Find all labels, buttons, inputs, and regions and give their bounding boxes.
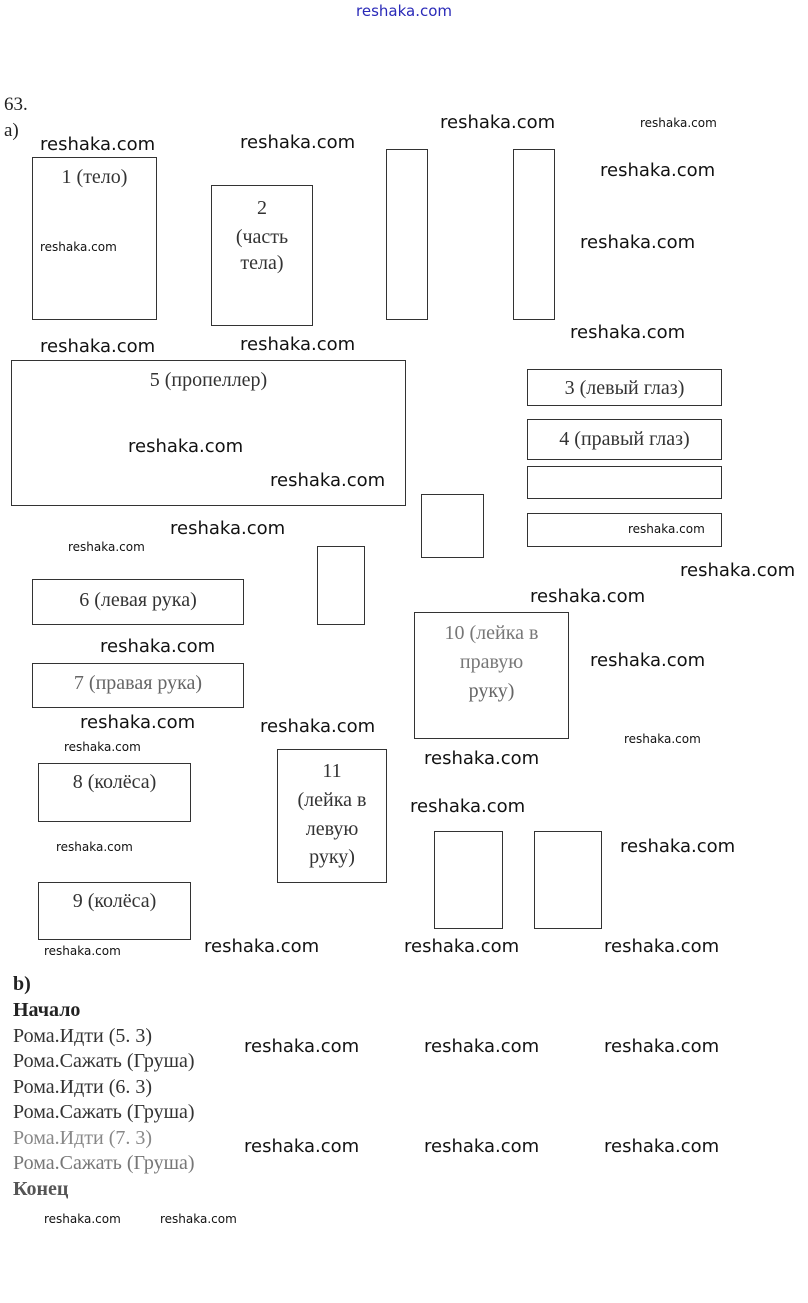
watermark: reshaka.com [570, 322, 686, 343]
block-6-left-arm: 6 (левая рука) [32, 579, 244, 625]
program-line: Рома.Сажать (Груша) [13, 1101, 195, 1123]
watermark: reshaka.com [56, 840, 133, 854]
block-7-right-arm: 7 (правая рука) [32, 663, 244, 708]
block-empty-small-tall [317, 546, 365, 625]
block-1-body: 1 (тело) [32, 157, 157, 320]
watermark: reshaka.com [240, 132, 356, 153]
block-label: (часть [235, 226, 289, 248]
block-2-body-part: 2 (часть тела) [211, 185, 313, 326]
block-label: руку) [468, 680, 515, 702]
watermark: reshaka.com [604, 1036, 720, 1057]
watermark: reshaka.com [628, 522, 705, 536]
block-empty-wide-1 [527, 466, 722, 499]
block-empty-tall-2 [513, 149, 555, 320]
watermark: reshaka.com [424, 1136, 540, 1157]
watermark: reshaka.com [624, 732, 701, 746]
block-3-left-eye: 3 (левый глаз) [527, 369, 722, 406]
watermark: reshaka.com [64, 740, 141, 754]
block-label: 8 (колёса) [72, 771, 157, 793]
watermark: reshaka.com [270, 470, 386, 491]
watermark: reshaka.com [44, 1212, 121, 1226]
block-empty-tall-1 [386, 149, 428, 320]
block-label: 10 (лейка в [444, 622, 539, 644]
block-10-watering-can-right: 10 (лейка в правую руку) [414, 612, 569, 739]
block-label: 3 (левый глаз) [564, 377, 685, 399]
program-line: Рома.Идти (7. 3) [13, 1126, 153, 1149]
watermark: reshaka.com [128, 436, 244, 457]
watermark: reshaka.com [424, 748, 540, 769]
block-5-propeller: 5 (пропеллер) [11, 360, 406, 506]
watermark: reshaka.com [44, 944, 121, 958]
block-label: 6 (левая рука) [79, 589, 197, 611]
block-label: 2 [257, 197, 267, 219]
block-11-watering-can-left: 11 (лейка в левую руку) [277, 749, 387, 883]
program-listing: Начало Рома.Идти (5. 3) Рома.Сажать (Гру… [13, 998, 195, 1202]
watermark: reshaka.com [620, 836, 736, 857]
watermark: reshaka.com [604, 1136, 720, 1157]
watermark: reshaka.com [68, 540, 145, 554]
block-label: 4 (правый глаз) [559, 428, 690, 450]
block-empty-lower-1 [434, 831, 503, 929]
watermark: reshaka.com [40, 134, 156, 155]
program-line: Рома.Идти (5. 3) [13, 1024, 153, 1047]
block-9-wheels: 9 (колёса) [38, 882, 191, 940]
watermark: reshaka.com [244, 1136, 360, 1157]
watermark: reshaka.com [244, 1036, 360, 1057]
block-label: 11 [322, 760, 342, 782]
site-header-link[interactable]: reshaka.com [356, 2, 452, 20]
block-label: 5 (пропеллер) [149, 369, 268, 391]
block-4-right-eye: 4 (правый глаз) [527, 419, 722, 460]
program-end: Конец [13, 1177, 69, 1200]
watermark: reshaka.com [40, 336, 156, 357]
watermark: reshaka.com [240, 334, 356, 355]
block-label: тела) [240, 252, 284, 274]
block-label: руку) [309, 846, 355, 868]
watermark: reshaka.com [170, 518, 286, 539]
part-a-label: a) [4, 120, 19, 141]
watermark: reshaka.com [604, 936, 720, 957]
task-number: 63. [4, 94, 28, 115]
block-label: 9 (колёса) [72, 890, 157, 912]
block-label: 7 (правая рука) [73, 672, 203, 694]
block-8-wheels: 8 (колёса) [38, 763, 191, 822]
watermark: reshaka.com [410, 796, 526, 817]
program-start: Начало [13, 999, 81, 1021]
block-empty-lower-2 [534, 831, 602, 929]
block-label: 1 (тело) [61, 166, 128, 188]
block-empty-wide-2 [527, 513, 722, 547]
watermark: reshaka.com [160, 1212, 237, 1226]
watermark: reshaka.com [440, 112, 556, 133]
program-line: Рома.Сажать (Груша) [13, 1152, 195, 1174]
watermark: reshaka.com [680, 560, 796, 581]
watermark: reshaka.com [40, 240, 117, 254]
watermark: reshaka.com [204, 936, 320, 957]
watermark: reshaka.com [590, 650, 706, 671]
program-line: Рома.Идти (6. 3) [13, 1075, 153, 1098]
watermark: reshaka.com [640, 116, 717, 130]
program-line: Рома.Сажать (Груша) [13, 1050, 195, 1072]
block-label: (лейка в [297, 789, 367, 811]
block-label: правую [459, 651, 524, 673]
watermark: reshaka.com [424, 1036, 540, 1057]
block-label: левую [305, 818, 359, 840]
watermark: reshaka.com [580, 232, 696, 253]
watermark: reshaka.com [530, 586, 646, 607]
watermark: reshaka.com [80, 712, 196, 733]
block-empty-square [421, 494, 484, 558]
watermark: reshaka.com [600, 160, 716, 181]
watermark: reshaka.com [260, 716, 376, 737]
watermark: reshaka.com [404, 936, 520, 957]
part-b-label: b) [13, 973, 31, 995]
watermark: reshaka.com [100, 636, 216, 657]
